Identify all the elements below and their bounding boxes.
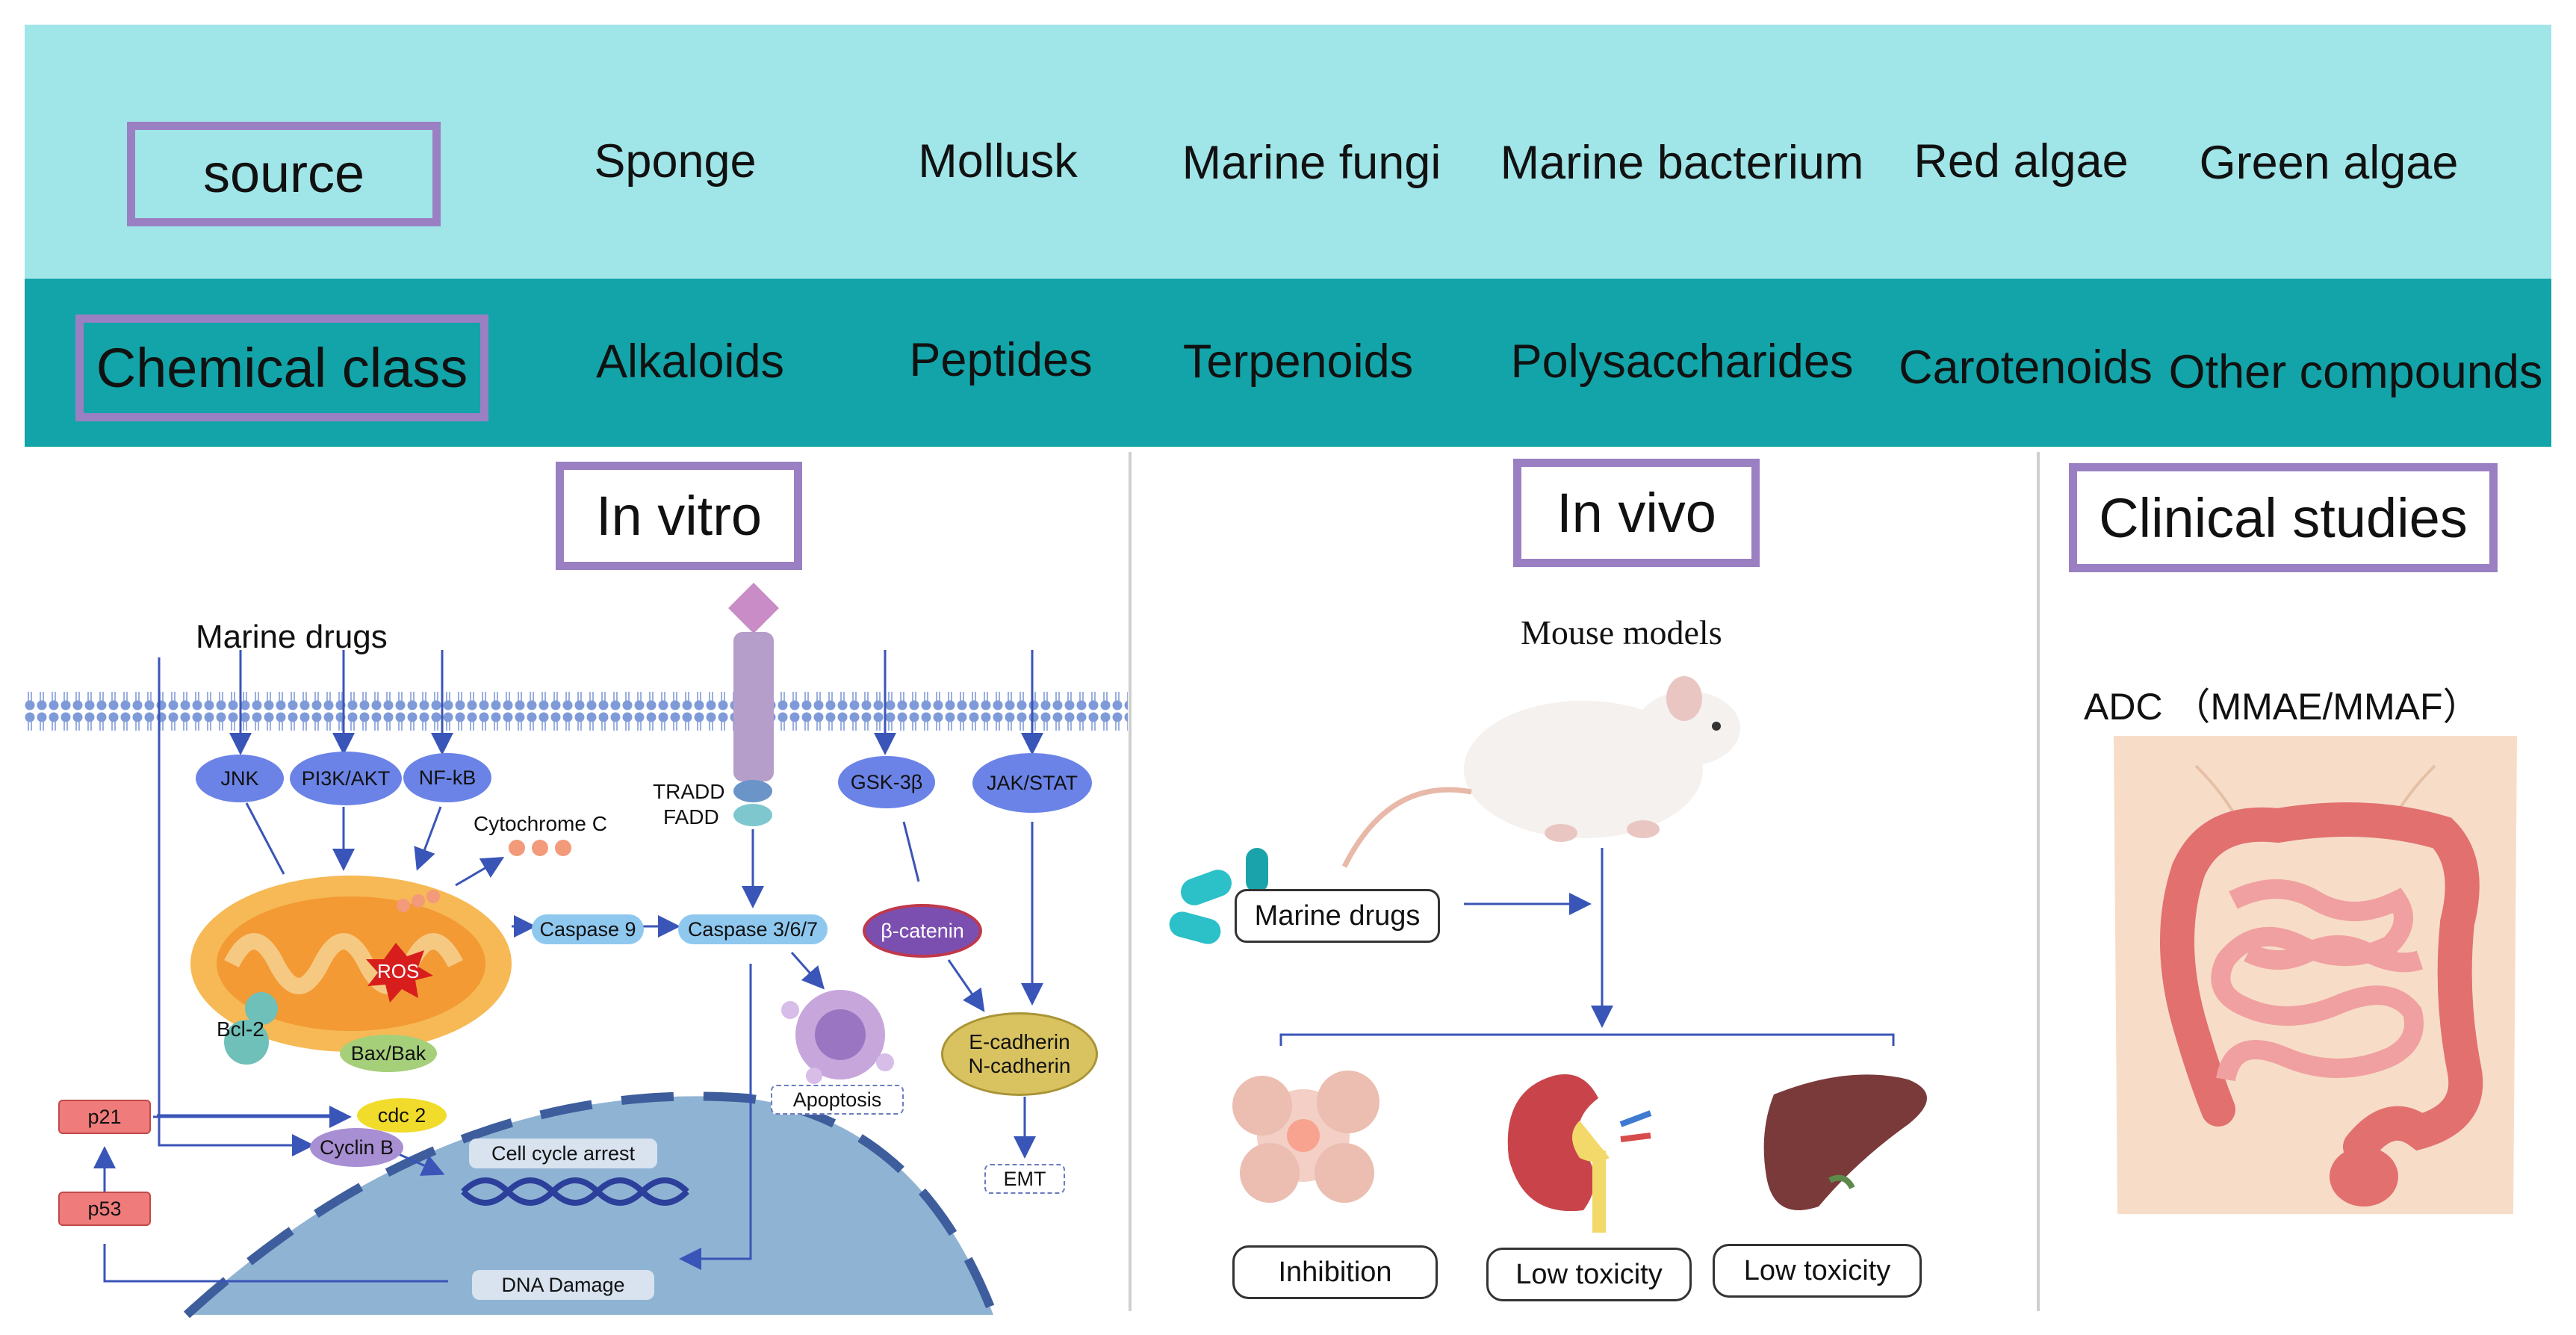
source-header-box: source xyxy=(127,122,441,226)
divider-vitro-vivo xyxy=(1129,452,1132,1311)
marine-drugs-label-vitro: Marine drugs xyxy=(196,619,388,655)
low-toxicity-box-2: Low toxicity xyxy=(1713,1244,1922,1298)
in-vitro-title-box: In vitro xyxy=(556,462,802,570)
adc-label: ADC （MMAE/MMAF） xyxy=(2084,686,2480,728)
jak-stat-node: JAK/STAT xyxy=(972,753,1092,813)
cell-membrane xyxy=(25,689,1128,731)
tumor-cells-icon xyxy=(1232,1071,1379,1203)
class-item-other-compounds: Other compounds xyxy=(2168,346,2543,398)
emt-label-box: EMT xyxy=(984,1164,1065,1194)
source-item-marine-bacterium: Marine bacterium xyxy=(1500,137,1864,189)
chemical-class-header-box: Chemical class xyxy=(75,315,488,421)
ros-label: ROS xyxy=(377,960,420,982)
nfkb-node: NF-kB xyxy=(403,753,491,802)
tradd-label: TRADD xyxy=(653,780,725,803)
in-vivo-title: In vivo xyxy=(1557,482,1716,544)
cytochrome-c-label: Cytochrome C xyxy=(474,812,607,835)
dna-damage-box: DNA Damage xyxy=(472,1270,654,1300)
e-cadherin-label: E-cadherin xyxy=(969,1030,1070,1053)
class-item-alkaloids: Alkaloids xyxy=(595,335,785,388)
cell-cycle-arrest-box: Cell cycle arrest xyxy=(469,1139,657,1168)
beta-catenin-node: β-catenin xyxy=(863,904,982,958)
divider-vivo-clinical xyxy=(2037,452,2040,1311)
cyclin-b-node: Cyclin B xyxy=(310,1128,403,1167)
p53-node: p53 xyxy=(58,1192,151,1226)
mouse-models-label: Mouse models xyxy=(1521,613,1722,651)
marine-drugs-box-vivo: Marine drugs xyxy=(1235,889,1440,943)
source-item-green-algae: Green algae xyxy=(2199,137,2459,189)
inhibition-box: Inhibition xyxy=(1232,1245,1438,1299)
p21-node: p21 xyxy=(58,1100,151,1134)
class-item-polysaccharides: Polysaccharides xyxy=(1510,335,1854,388)
bax-bak-node: Bax/Bak xyxy=(340,1035,437,1072)
receptor-stalk xyxy=(733,632,774,781)
in-vitro-title: In vitro xyxy=(595,485,763,547)
source-item-red-algae: Red algae xyxy=(1914,135,2129,188)
source-item-sponge: Sponge xyxy=(594,135,757,188)
capsule-icons xyxy=(1169,848,1268,944)
low-toxicity-box-1: Low toxicity xyxy=(1486,1248,1692,1301)
source-item-mollusk: Mollusk xyxy=(918,135,1078,188)
in-vitro-diagram xyxy=(25,583,1128,1319)
liver-icon xyxy=(1763,1074,1927,1210)
large-intestine xyxy=(2160,802,2483,1164)
fadd-label: FADD xyxy=(663,805,719,828)
mouse-icon xyxy=(1341,676,1740,868)
source-band xyxy=(25,25,2551,279)
class-item-terpenoids: Terpenoids xyxy=(1182,335,1414,388)
in-vivo-graphics xyxy=(1169,676,1927,1233)
clinical-title-box: Clinical studies xyxy=(2069,463,2498,572)
nucleus xyxy=(187,1096,993,1315)
cadherin-node: E-cadherin N-cadherin xyxy=(941,1012,1098,1096)
small-intestine xyxy=(2211,879,2424,1082)
apoptosis-label-box: Apoptosis xyxy=(771,1085,904,1115)
nuclear-envelope xyxy=(183,1091,998,1319)
chemical-class-header-label: Chemical class xyxy=(96,337,468,399)
caspase-3-6-7-node: Caspase 3/6/7 xyxy=(678,914,828,944)
in-vivo-title-box: In vivo xyxy=(1513,459,1760,567)
clinical-title: Clinical studies xyxy=(2099,486,2468,549)
pi3k-akt-node: PI3K/AKT xyxy=(290,752,402,805)
cdc2-node: cdc 2 xyxy=(357,1098,447,1133)
kidney-icon xyxy=(1507,1074,1652,1233)
bcl2-label: Bcl-2 xyxy=(217,1017,264,1041)
n-cadherin-label: N-cadherin xyxy=(968,1054,1071,1077)
tradd-node xyxy=(733,780,772,802)
abdomen-intestine-illustration xyxy=(2114,736,2517,1214)
mitochondrion-inner xyxy=(217,896,485,1031)
source-header-label: source xyxy=(202,144,365,204)
receptor-diamond xyxy=(728,583,779,634)
caspase-9-node: Caspase 9 xyxy=(532,914,644,944)
source-item-marine-fungi: Marine fungi xyxy=(1182,137,1441,189)
ros-burst xyxy=(366,943,433,1003)
class-item-peptides: Peptides xyxy=(909,334,1093,386)
fadd-node xyxy=(733,804,772,826)
class-item-carotenoids: Carotenoids xyxy=(1899,341,2153,394)
jnk-node: JNK xyxy=(196,755,284,802)
gsk3b-node: GSK-3β xyxy=(838,756,935,808)
